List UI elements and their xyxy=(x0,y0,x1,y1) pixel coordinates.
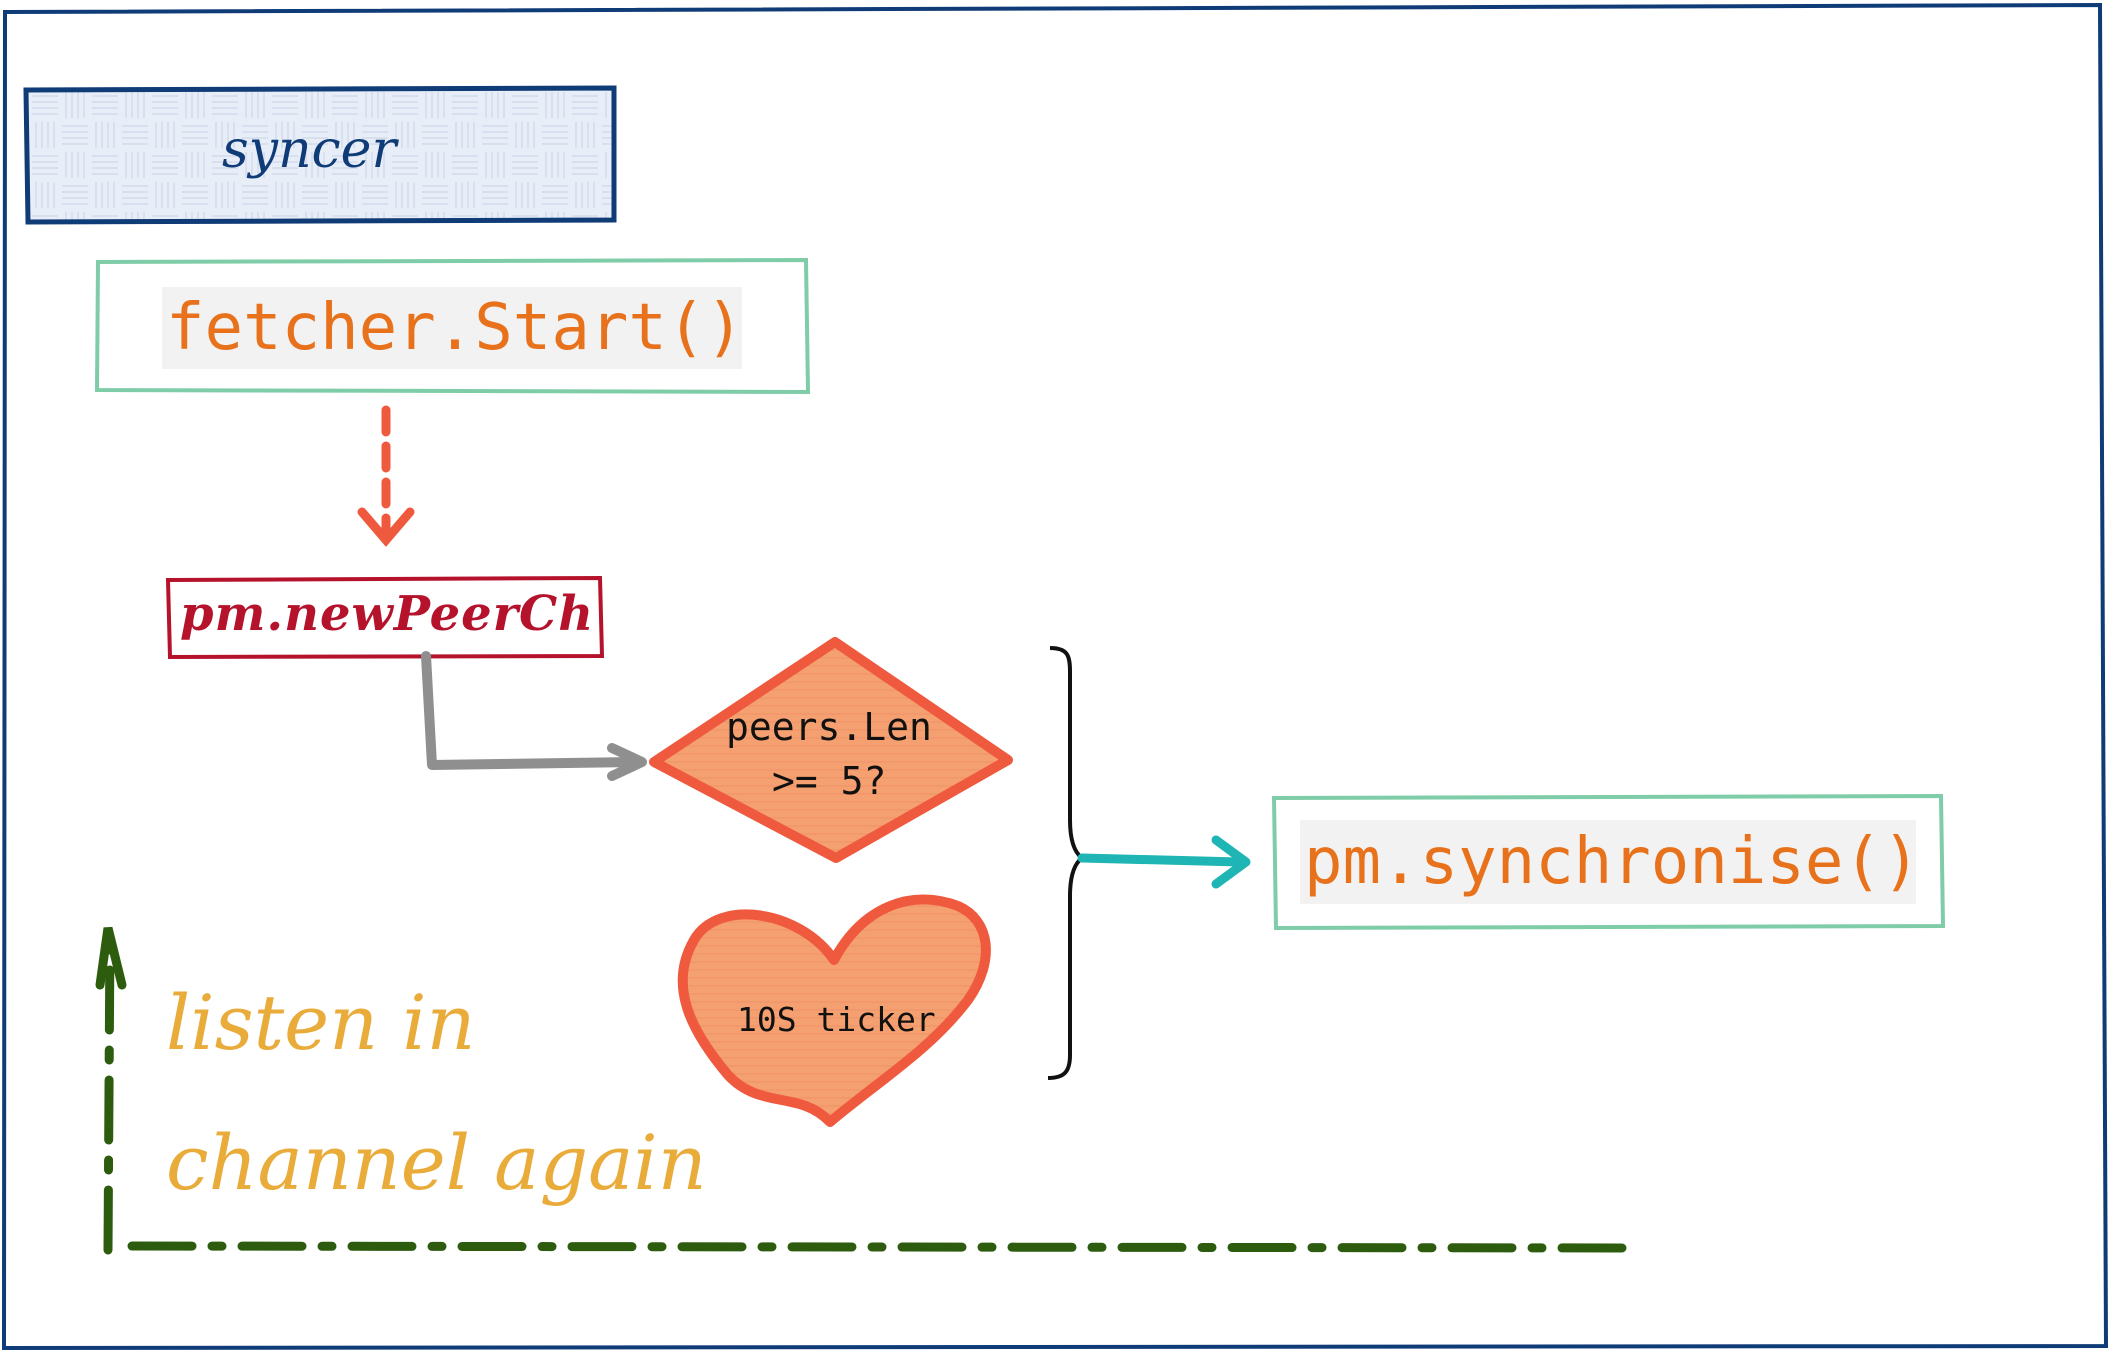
fetcher-start-box xyxy=(94,257,811,395)
annotation-line1: listen in xyxy=(166,978,476,1067)
dashed-arrow-down xyxy=(357,405,415,547)
syncer-box xyxy=(23,85,617,225)
loop-back-arrow xyxy=(95,926,1627,1255)
fetcher-start-label: fetcher.Start() xyxy=(162,287,744,369)
peers-len-diamond xyxy=(649,637,1013,863)
annotation-line2: channel again xyxy=(166,1118,707,1207)
gray-elbow-arrow xyxy=(421,651,647,781)
ticker-heart xyxy=(677,894,991,1127)
syncer-label: syncer xyxy=(222,120,397,180)
new-peer-ch-label: pm.newPeerCh xyxy=(180,586,595,642)
ticker-label: 10S ticker xyxy=(737,1000,936,1039)
synchronise-box xyxy=(1271,793,1946,931)
grouping-brace xyxy=(1047,646,1086,1080)
peers-len-label-line2: >= 5? xyxy=(772,759,887,803)
teal-arrow xyxy=(1077,835,1251,889)
new-peer-ch-box xyxy=(165,575,605,660)
synchronise-label: pm.synchronise() xyxy=(1300,820,1921,904)
peers-len-label-line1: peers.Len xyxy=(726,705,932,749)
